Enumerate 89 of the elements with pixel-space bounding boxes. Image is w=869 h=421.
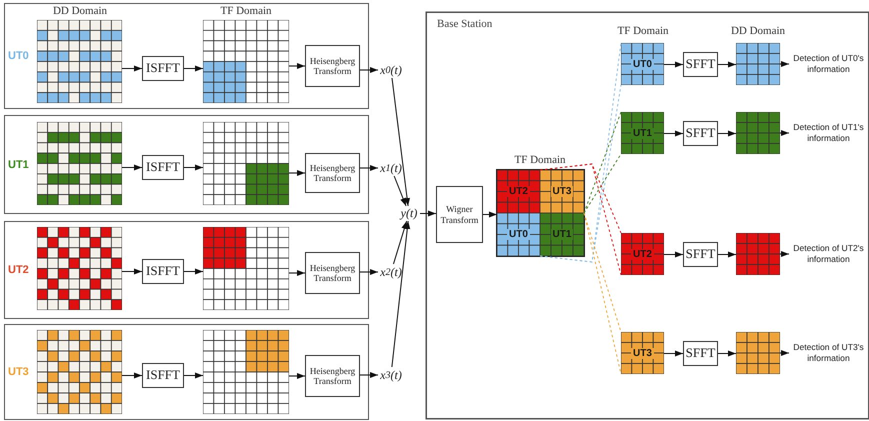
arrow	[360, 67, 378, 73]
time-frequency-grid: UT1	[540, 213, 584, 256]
process-box: SFFT	[683, 52, 718, 77]
arrow	[394, 176, 407, 206]
delay-doppler-grid	[736, 233, 780, 275]
output-label: Detection of UT3's information	[789, 339, 868, 367]
time-frequency-grid: UT2	[497, 170, 540, 213]
arrow	[391, 220, 410, 368]
arrow	[392, 220, 408, 264]
delay-doppler-grid	[736, 43, 780, 85]
arrow	[184, 372, 204, 378]
arrow	[664, 252, 684, 258]
panel-title: Base Station	[437, 18, 492, 30]
process-box: Wigner Transform	[436, 186, 483, 243]
combined-grid	[497, 170, 584, 256]
delay-doppler-grid	[736, 332, 780, 374]
process-box: Heisengberg Transform	[305, 153, 360, 193]
arrow	[664, 350, 684, 356]
arrow	[482, 212, 498, 218]
process-box: ISFFT	[142, 259, 184, 284]
time-frequency-grid: UT0	[621, 43, 664, 85]
time-frequency-grid: UT1	[621, 112, 664, 154]
arrow	[122, 66, 142, 72]
time-frequency-grid: UT3	[540, 170, 584, 213]
dashed-guide-line	[584, 154, 622, 214]
arrow	[288, 373, 306, 379]
arrow	[780, 350, 790, 356]
arrow	[664, 62, 684, 68]
time-frequency-grid	[203, 227, 289, 310]
domain-heading: TF Domain	[219, 4, 273, 18]
signal-label: y(t)	[398, 206, 420, 221]
dashed-guide-line	[584, 112, 622, 214]
process-box: SFFT	[683, 121, 718, 146]
output-label: Detection of UT2's information	[789, 240, 868, 268]
arrow	[288, 270, 306, 276]
delay-doppler-grid	[736, 112, 780, 154]
domain-heading: DD Domain	[52, 4, 108, 18]
delay-doppler-grid	[37, 330, 122, 414]
delay-doppler-grid	[37, 122, 122, 205]
process-box: ISFFT	[142, 155, 184, 180]
time-frequency-grid	[203, 20, 289, 103]
output-label: Detection of UT0's information	[789, 50, 868, 78]
output-label: Detection of UT1's information	[789, 119, 868, 147]
arrow	[122, 372, 142, 378]
arrow	[664, 130, 684, 136]
domain-heading: TF Domain	[616, 24, 670, 38]
domain-heading: DD Domain	[730, 24, 786, 38]
time-frequency-grid	[203, 122, 289, 205]
arrow	[718, 350, 736, 356]
terminal-label: UT0	[8, 50, 29, 62]
process-box: Heisengberg Transform	[305, 45, 360, 87]
terminal-label: UT3	[8, 366, 29, 378]
terminal-label: UT2	[8, 264, 29, 276]
arrow	[780, 130, 790, 136]
arrow	[184, 66, 204, 72]
dashed-guide-line	[584, 212, 622, 374]
dashed-guide-line	[540, 164, 622, 276]
arrow	[288, 170, 306, 176]
domain-heading: TF Domain	[513, 154, 567, 166]
dashed-guide-line	[584, 212, 622, 332]
arrow	[122, 268, 142, 274]
arrow	[718, 62, 736, 68]
time-frequency-grid: UT2	[621, 233, 664, 275]
arrow	[184, 164, 204, 170]
arrow	[392, 78, 410, 206]
arrow	[360, 165, 378, 171]
arrow	[780, 61, 790, 67]
process-box: SFFT	[683, 341, 718, 366]
delay-doppler-grid	[37, 227, 122, 310]
arrow	[184, 268, 204, 274]
arrow	[288, 63, 306, 69]
time-frequency-grid: UT3	[621, 332, 664, 374]
process-box: SFFT	[683, 242, 718, 267]
arrow	[360, 372, 378, 378]
process-box: ISFFT	[142, 363, 184, 388]
delay-doppler-grid	[37, 20, 122, 103]
arrow	[122, 164, 142, 170]
process-box: Heisengberg Transform	[305, 252, 360, 294]
arrow	[360, 269, 378, 275]
time-frequency-grid: UT0	[497, 213, 540, 256]
arrow	[718, 252, 736, 258]
time-frequency-grid	[203, 330, 289, 414]
arrow	[718, 130, 736, 136]
dashed-guide-line	[540, 84, 622, 262]
arrow	[780, 251, 790, 257]
process-box: Heisengberg Transform	[305, 355, 360, 397]
arrow	[420, 210, 436, 216]
process-box: ISFFT	[142, 56, 184, 81]
terminal-label: UT1	[8, 158, 29, 170]
